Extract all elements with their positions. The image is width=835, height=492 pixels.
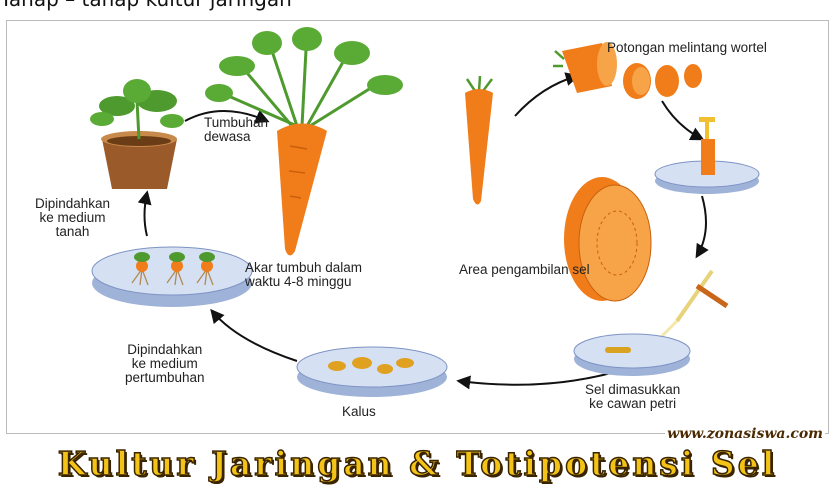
label-kalus: Kalus [342, 405, 376, 419]
carrot-small-icon [465, 76, 493, 205]
banner: Kultur Jaringan & Totipotensi Sel [6, 440, 829, 490]
carrot-cross-section-icon [564, 177, 651, 301]
page-title: Tahap – tahap kultur jaringan [0, 0, 292, 11]
petri-dish-cells-icon [574, 334, 690, 376]
label-potongan-melintang: Potongan melintang wortel [607, 41, 767, 55]
petri-dish-punch-icon [655, 117, 759, 194]
petri-dish-callus-icon [297, 347, 447, 397]
potted-plant-icon [90, 79, 184, 189]
label-area-pengambilan: Area pengambilan sel [459, 263, 590, 277]
banner-title: Kultur Jaringan & Totipotensi Sel [6, 440, 829, 488]
petri-dish-roots-icon [92, 247, 252, 307]
